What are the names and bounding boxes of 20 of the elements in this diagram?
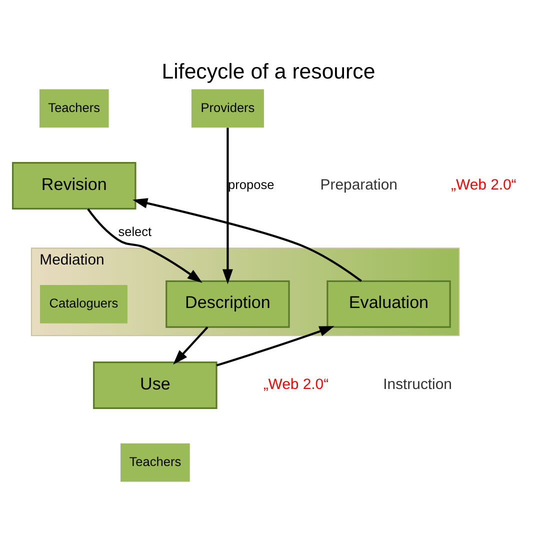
diagram-title: Lifecycle of a resource: [162, 60, 376, 84]
edge-label: propose: [228, 177, 274, 192]
node-box: Description: [166, 280, 290, 328]
arrow: [132, 198, 362, 282]
arrow: [222, 128, 233, 284]
arrow: [173, 326, 208, 365]
arrow: [87, 208, 202, 283]
node-box: Use: [93, 361, 218, 409]
label: „Web 2.0“: [263, 376, 329, 394]
node-box: Evaluation: [326, 280, 451, 328]
node-box: Providers: [191, 89, 264, 128]
node-box: Cataloguers: [40, 284, 128, 324]
arrow: [216, 326, 334, 366]
node-box: Teachers: [120, 443, 190, 482]
label: „Web 2.0“: [451, 176, 516, 194]
node-box: Teachers: [39, 89, 109, 128]
node-box: Revision: [12, 162, 136, 210]
edge-label: select: [118, 224, 152, 240]
label: Preparation: [320, 176, 398, 194]
label: Instruction: [383, 376, 452, 394]
